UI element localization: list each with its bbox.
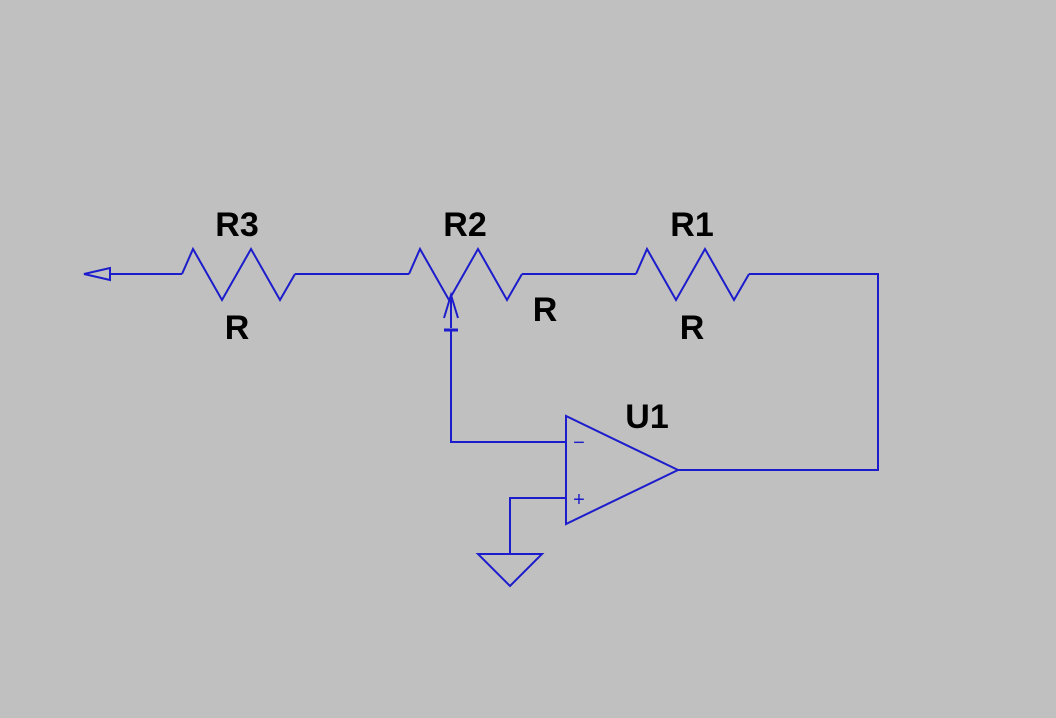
potentiometer-r2-icon[interactable]	[408, 246, 523, 303]
wire-feedback[interactable]	[678, 273, 879, 471]
wires	[83, 246, 879, 588]
wire-wiper-to-minus[interactable]	[450, 330, 566, 443]
input-port-icon[interactable]	[83, 266, 111, 282]
opamp-minus-sign: −	[573, 432, 585, 454]
opamp-plus-sign: +	[573, 489, 585, 511]
opamp-u1-icon[interactable]	[565, 414, 681, 526]
u1-name-label: U1	[625, 398, 668, 436]
r2-value-label: R	[533, 291, 558, 329]
r2-name-label: R2	[443, 206, 486, 244]
r3-name-label: R3	[215, 206, 258, 244]
r1-value-label: R	[680, 309, 705, 347]
ground-icon[interactable]	[475, 553, 545, 588]
wire-plus-to-ground[interactable]	[509, 497, 566, 554]
r1-name-label: R1	[670, 206, 713, 244]
resistor-r1-icon[interactable]	[635, 246, 750, 303]
resistor-r3-icon[interactable]	[181, 246, 296, 303]
r3-value-label: R	[225, 309, 250, 347]
